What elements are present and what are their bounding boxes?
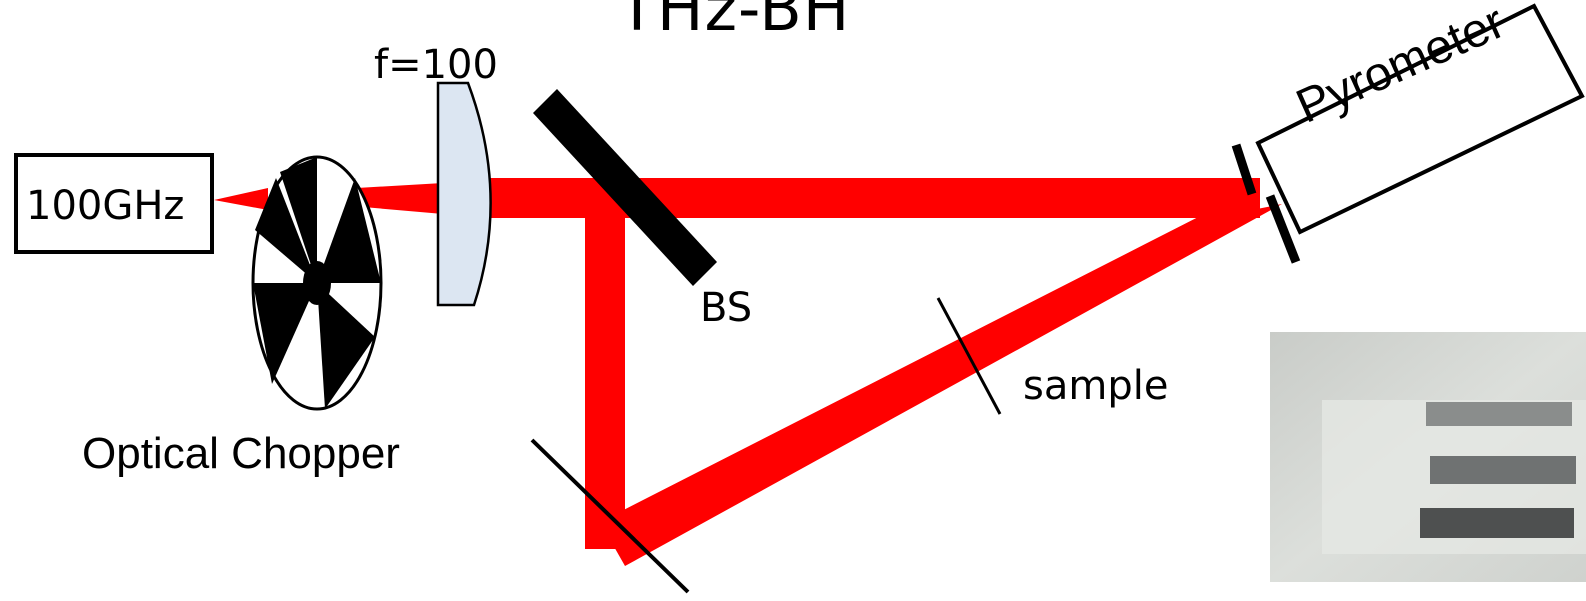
sample-strip-2 (1430, 456, 1576, 484)
lens-label: f=100 (374, 45, 498, 85)
sample-plate (938, 298, 1000, 414)
sample-label: sample (1023, 366, 1168, 406)
sample-photo (1270, 332, 1586, 582)
diagram-title: THz-BH (618, 0, 850, 40)
chopper-label: Optical Chopper (82, 432, 400, 476)
sample-strip-3 (1420, 508, 1574, 538)
chopper-hub (303, 261, 331, 305)
beamsplitter-label: BS (700, 288, 752, 328)
sample-photo-image (1270, 332, 1586, 582)
source-label: 100GHz (26, 186, 184, 226)
beamsplitter (533, 89, 717, 286)
sample-strip-1 (1426, 402, 1572, 426)
lens (438, 83, 491, 305)
pyrometer-aperture-top (1236, 145, 1252, 194)
fold-mirror (532, 440, 688, 592)
optical-chopper (253, 157, 381, 409)
